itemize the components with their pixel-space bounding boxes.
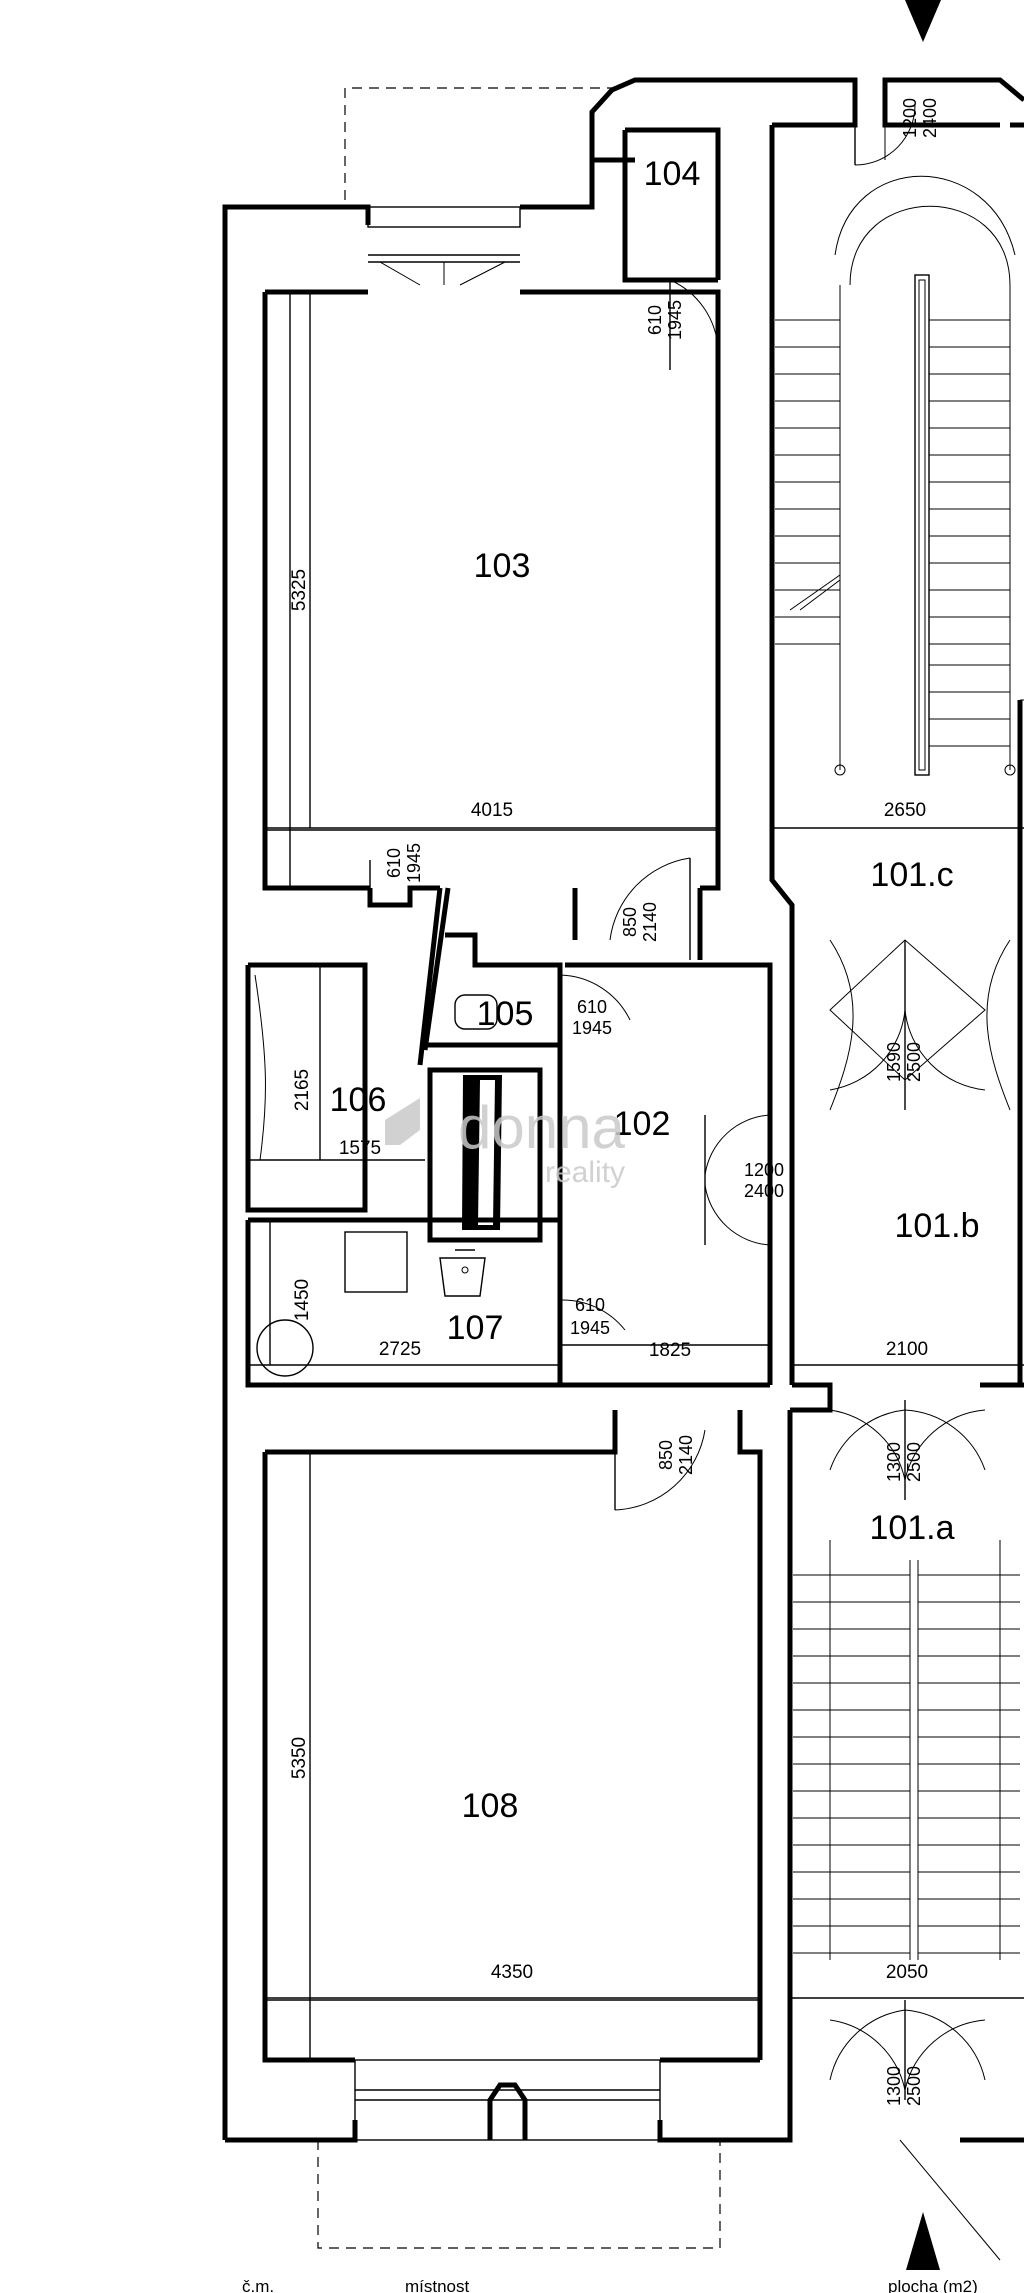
svg-text:1590: 1590 (884, 1042, 904, 1082)
hall-101a-doors (792, 1364, 1024, 2261)
door-label-104: 610 1945 (645, 300, 685, 340)
watermark-sub: reality (545, 1156, 625, 1189)
dim-4350: 4350 (491, 1962, 533, 1983)
room-label-107: 107 (447, 1309, 504, 1347)
dim-1575: 1575 (339, 1138, 381, 1159)
shaft (427, 1067, 543, 1243)
svg-text:610: 610 (577, 997, 607, 1017)
room-103 (262, 289, 721, 891)
door-label-107: 610 1945 (570, 1295, 610, 1338)
upper-stairs (789, 175, 1024, 776)
door-label-108: 850 2140 (656, 1435, 696, 1475)
entry-arrow-bottom (906, 2212, 940, 2270)
svg-text:2500: 2500 (904, 2066, 924, 2106)
svg-text:1945: 1945 (572, 1018, 612, 1038)
door-104 (669, 279, 719, 370)
room-108 (262, 1410, 763, 2063)
footer-plocha: plocha (m2) (888, 2277, 978, 2293)
svg-text:2500: 2500 (904, 1442, 924, 1482)
svg-text:850: 850 (620, 907, 640, 937)
dim-5325: 5325 (289, 569, 310, 611)
svg-text:2500: 2500 (904, 1042, 924, 1082)
svg-text:1300: 1300 (884, 1442, 904, 1482)
balcony-outline-bottom (317, 2140, 721, 2249)
svg-text:610: 610 (645, 305, 665, 335)
room-label-101b: 101.b (894, 1207, 979, 1245)
room-label-108: 108 (462, 1787, 519, 1825)
dim-4015: 4015 (471, 800, 513, 821)
svg-text:2140: 2140 (676, 1435, 696, 1475)
room-label-103: 103 (474, 547, 531, 585)
door-label-101c: 1590 2500 (884, 1042, 924, 1082)
room-label-102: 102 (614, 1105, 671, 1143)
door-label-102: 1200 2400 (744, 1160, 784, 1201)
room-107 (245, 1217, 626, 1388)
door-label-entry-top: 1200 2400 (900, 98, 940, 138)
room-label-101c: 101.c (870, 856, 953, 894)
window-103 (367, 206, 521, 286)
dim-2050: 2050 (886, 1962, 928, 1983)
footer-cm: č.m. (242, 2277, 274, 2293)
door-label-101a: 1300 2500 (884, 1442, 924, 1482)
footer-mistnost: místnost (405, 2277, 470, 2293)
dim-2100: 2100 (886, 1339, 928, 1360)
stairwell-walls (769, 102, 1024, 2140)
svg-text:1945: 1945 (665, 300, 685, 340)
lower-stairs (829, 1540, 1001, 1960)
room-label-104: 104 (644, 155, 701, 193)
svg-text:1300: 1300 (884, 2066, 904, 2106)
door-label-105: 610 1945 (572, 997, 612, 1038)
dim-2165: 2165 (292, 1069, 313, 1111)
hall-101c-doors (772, 827, 1024, 1111)
balcony-outline-top (344, 87, 615, 200)
svg-text:2400: 2400 (920, 98, 940, 138)
door-entry-top (854, 102, 916, 166)
stair-steps-lower (793, 1574, 1020, 1954)
dim-2650: 2650 (884, 800, 926, 821)
dim-2725: 2725 (379, 1339, 421, 1360)
watermark-brand: donna (458, 1094, 625, 1161)
room-106 (245, 962, 425, 1213)
svg-text:2140: 2140 (640, 902, 660, 942)
room-label-101a: 101.a (869, 1509, 954, 1547)
svg-text:1200: 1200 (900, 98, 920, 138)
svg-text:1200: 1200 (744, 1160, 784, 1180)
svg-text:2400: 2400 (744, 1181, 784, 1201)
svg-text:1945: 1945 (570, 1318, 610, 1338)
room-label-105: 105 (477, 995, 534, 1033)
door-label-101a-bottom: 1300 2500 (884, 2066, 924, 2106)
corridor-walls (367, 885, 703, 1066)
window-108 (354, 2059, 661, 2141)
door-103-b (609, 857, 691, 960)
dim-1825: 1825 (649, 1340, 691, 1361)
svg-text:610: 610 (384, 848, 404, 878)
svg-text:850: 850 (656, 1440, 676, 1470)
watermark-logo: donna reality (385, 1094, 625, 1189)
stair-steps-upper (775, 319, 1010, 747)
room-label-106: 106 (330, 1081, 387, 1119)
svg-text:1945: 1945 (404, 843, 424, 883)
dim-5350: 5350 (289, 1737, 310, 1779)
door-label-103a: 610 1945 (384, 843, 424, 883)
dim-1450: 1450 (292, 1279, 313, 1321)
north-arrow-top (905, 0, 941, 42)
door-label-103b: 850 2140 (620, 902, 660, 942)
svg-text:610: 610 (575, 1295, 605, 1315)
